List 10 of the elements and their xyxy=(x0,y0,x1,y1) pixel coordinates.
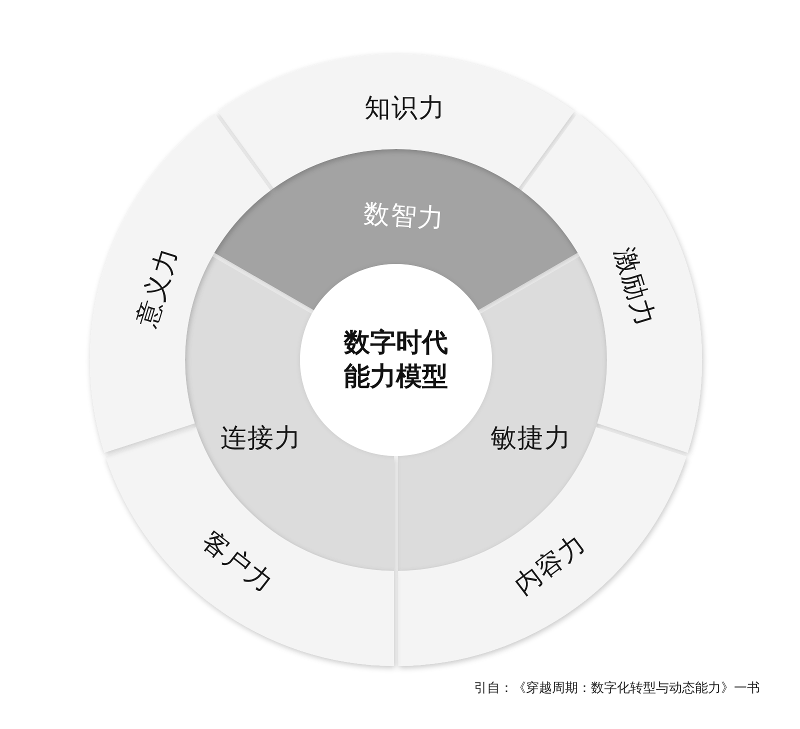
segment-label: 敏捷力 xyxy=(490,424,572,452)
segment-label: 客户力 xyxy=(198,526,280,598)
segment-label: 激励力 xyxy=(610,244,661,330)
center-title: 数字时代能力模型 xyxy=(342,326,449,393)
segment-label: 内容力 xyxy=(509,528,591,600)
segment-label: 意义力 xyxy=(131,244,182,330)
segment-label: 知识力 xyxy=(364,94,446,122)
source-caption: 引自：《穿越周期：数字化转型与动态能力》一书 xyxy=(474,680,760,696)
segment-label: 连接力 xyxy=(220,424,302,452)
segment-label: 数智力 xyxy=(362,199,445,234)
